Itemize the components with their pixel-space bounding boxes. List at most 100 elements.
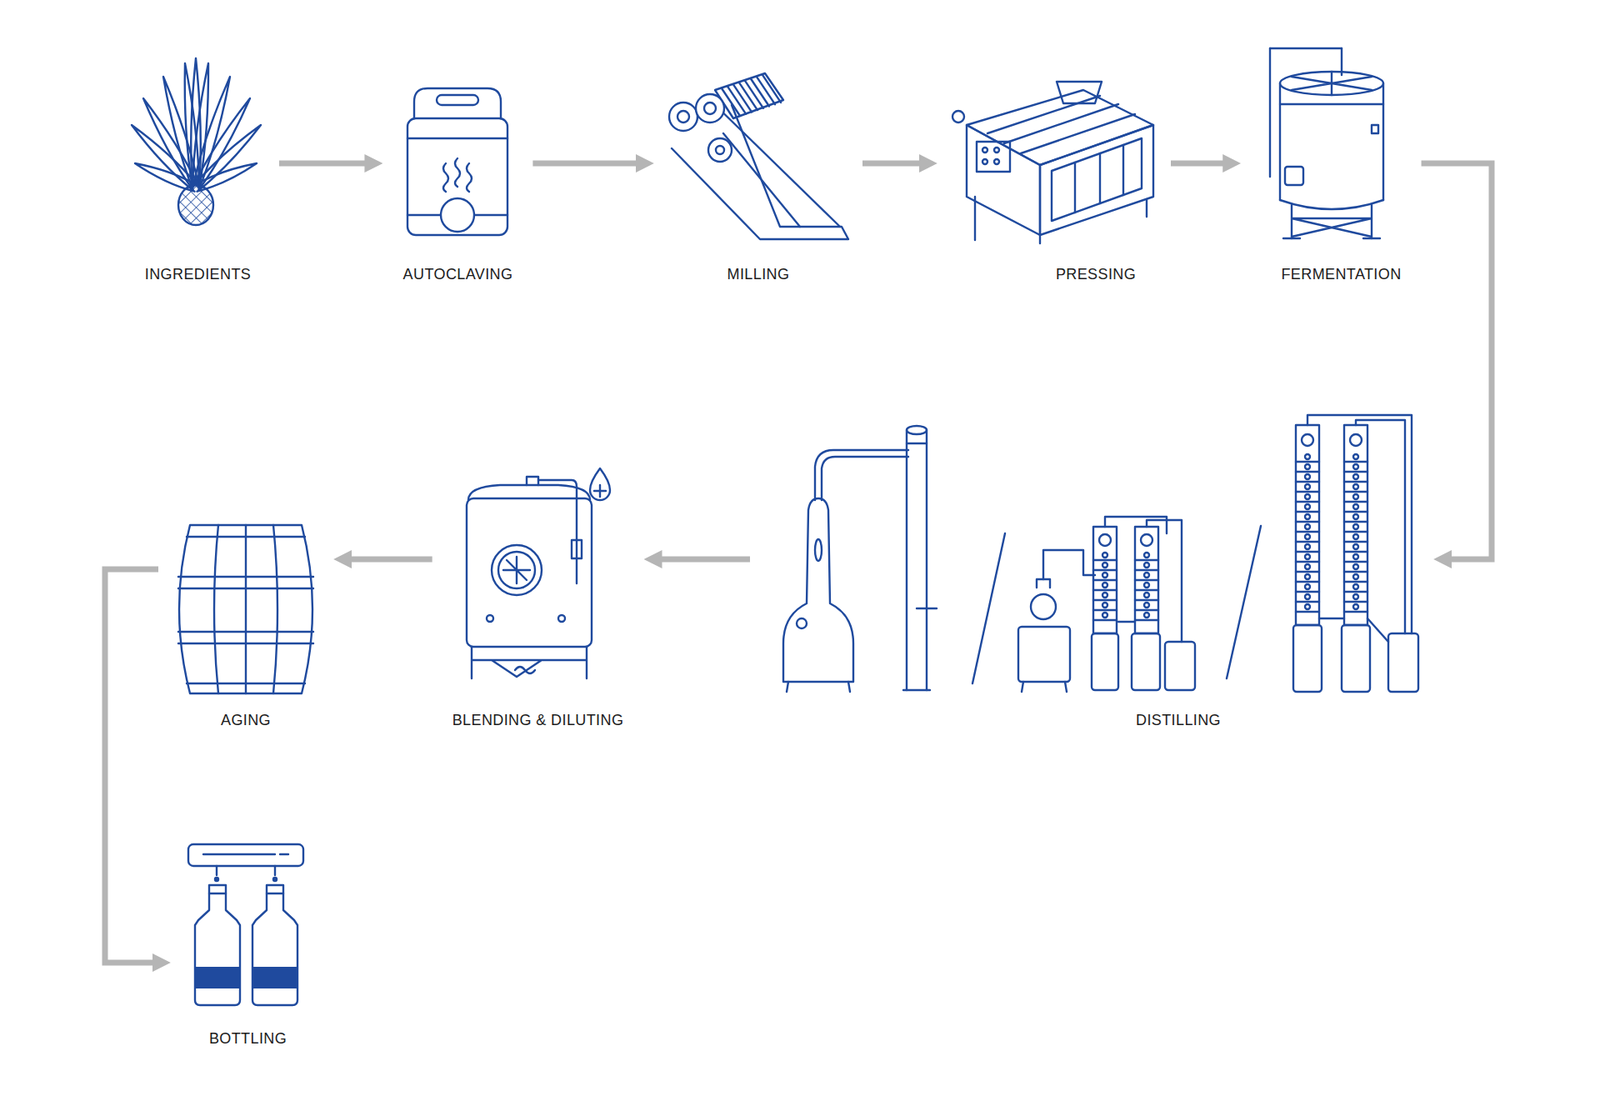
pot-still-icon-part (925, 430, 928, 690)
column-plate-line (1344, 600, 1368, 603)
column-plate-line (1295, 490, 1320, 493)
column-plate-line (1344, 520, 1368, 523)
column-plate-line (1093, 619, 1117, 621)
column-plate (1144, 562, 1150, 568)
mill-icon (669, 73, 849, 240)
mill-screen (721, 75, 781, 116)
column-plate (1353, 604, 1359, 610)
column-plate (1144, 552, 1150, 558)
step-label: INGREDIENTS (141, 265, 255, 284)
autoclave-icon (407, 88, 508, 235)
column-plate (1353, 464, 1359, 470)
column-plate-line (1093, 599, 1117, 601)
column-plate-line (1344, 500, 1368, 503)
pot-still-icon-part (905, 430, 908, 690)
bottling-icon-part (195, 966, 240, 989)
agave-heart (178, 185, 214, 225)
column-plate (1353, 514, 1359, 520)
column-plate-line (1135, 589, 1159, 591)
column-still-icon-part (1295, 425, 1320, 625)
blending-tank-icon-part (538, 480, 577, 584)
column-plate (1144, 592, 1150, 598)
column-still-icon-part (1301, 434, 1314, 446)
column-plate (1305, 504, 1310, 510)
column-still-icon-part (1307, 415, 1412, 634)
blending-tank-icon-part (486, 615, 494, 622)
step-label: BLENDING & DILUTING (449, 710, 628, 730)
blending-tank-icon-part (590, 468, 610, 500)
press-icon-part (994, 147, 1000, 153)
flow-arrow (862, 160, 921, 167)
hybrid-still-icon-part (1018, 626, 1070, 682)
hybrid-still-icon-part (1065, 681, 1067, 692)
column-plate-line (1135, 599, 1159, 601)
mill-icon-part (669, 102, 698, 131)
step-label: PRESSING (1052, 265, 1140, 284)
fermentation-tank-icon-part (1270, 47, 1342, 50)
press-icon-part (1039, 235, 1041, 244)
column-plate-line (1344, 580, 1368, 583)
blending-tank-icon-part (503, 556, 530, 584)
column-plate (1353, 504, 1359, 510)
bottling-icon-part (273, 877, 277, 881)
column-plate (1305, 494, 1310, 500)
column-plate-line (1295, 520, 1320, 523)
fermentation-tank-icon-part (1269, 48, 1271, 177)
pot-still-icon-part (815, 450, 909, 500)
press-icon-part (982, 147, 988, 153)
bottling-icon-part (266, 892, 284, 895)
column-plate (1353, 574, 1359, 580)
pot-still-icon-part (783, 498, 854, 682)
mill-icon-part (723, 133, 800, 227)
column-still-icon-part (1293, 625, 1322, 692)
separator-slash (1226, 525, 1261, 679)
press-icon-part (1074, 162, 1076, 213)
column-plate (1353, 554, 1359, 560)
hybrid-still-icon-part (1099, 534, 1111, 546)
column-plate-line (1295, 510, 1320, 513)
blending-tank-icon-part (526, 476, 539, 485)
column-plate (1305, 464, 1310, 470)
pot-still-icon (783, 425, 937, 692)
column-plate-line (1295, 540, 1320, 543)
column-plate-line (1295, 570, 1320, 573)
pot-still-icon-part (821, 456, 909, 500)
column-plates (1093, 552, 1159, 620)
barrel-icon-part (214, 525, 278, 694)
flow-arrow (1170, 160, 1225, 167)
hybrid-still-icon-part (1135, 526, 1159, 634)
column-plate-line (1295, 610, 1320, 613)
fermentation-tank-icon-part (1280, 71, 1384, 95)
column-plate (1353, 584, 1359, 590)
blending-tank-icon-part (558, 615, 565, 622)
press-icon-part (974, 196, 976, 240)
flow-arrow (105, 569, 159, 963)
mill-icon-part (677, 110, 690, 123)
process-step: FERMENTATION (1249, 37, 1413, 288)
barrel-icon-part (179, 525, 313, 694)
column-plate-line (1135, 569, 1159, 571)
mill-icon-part (704, 102, 716, 115)
fermentation-tank-icon-part (1285, 166, 1304, 185)
step-label: MILLING (724, 265, 794, 284)
autoclave-icon-part (443, 163, 449, 192)
bottling-icon-part (253, 966, 297, 989)
pot-still-icon-part (848, 681, 850, 692)
column-still-icon-part (1388, 633, 1419, 692)
fermentation-tank-icon-part (1371, 125, 1379, 134)
column-plate (1305, 554, 1310, 560)
bottling-icon-part (280, 853, 289, 855)
column-plate-line (1344, 480, 1368, 483)
column-plate-line (1295, 580, 1320, 583)
column-plate-line (1344, 560, 1368, 563)
column-plate-line (1295, 590, 1320, 593)
agave-icon (131, 58, 261, 225)
column-plate (1353, 454, 1359, 460)
column-plate (1353, 534, 1359, 540)
column-plate-line (1295, 470, 1320, 473)
column-plate (1144, 612, 1150, 618)
column-plate (1353, 474, 1359, 480)
step-label: AUTOCLAVING (400, 265, 517, 284)
mill-icon-part (708, 138, 732, 162)
column-plate (1102, 612, 1108, 618)
